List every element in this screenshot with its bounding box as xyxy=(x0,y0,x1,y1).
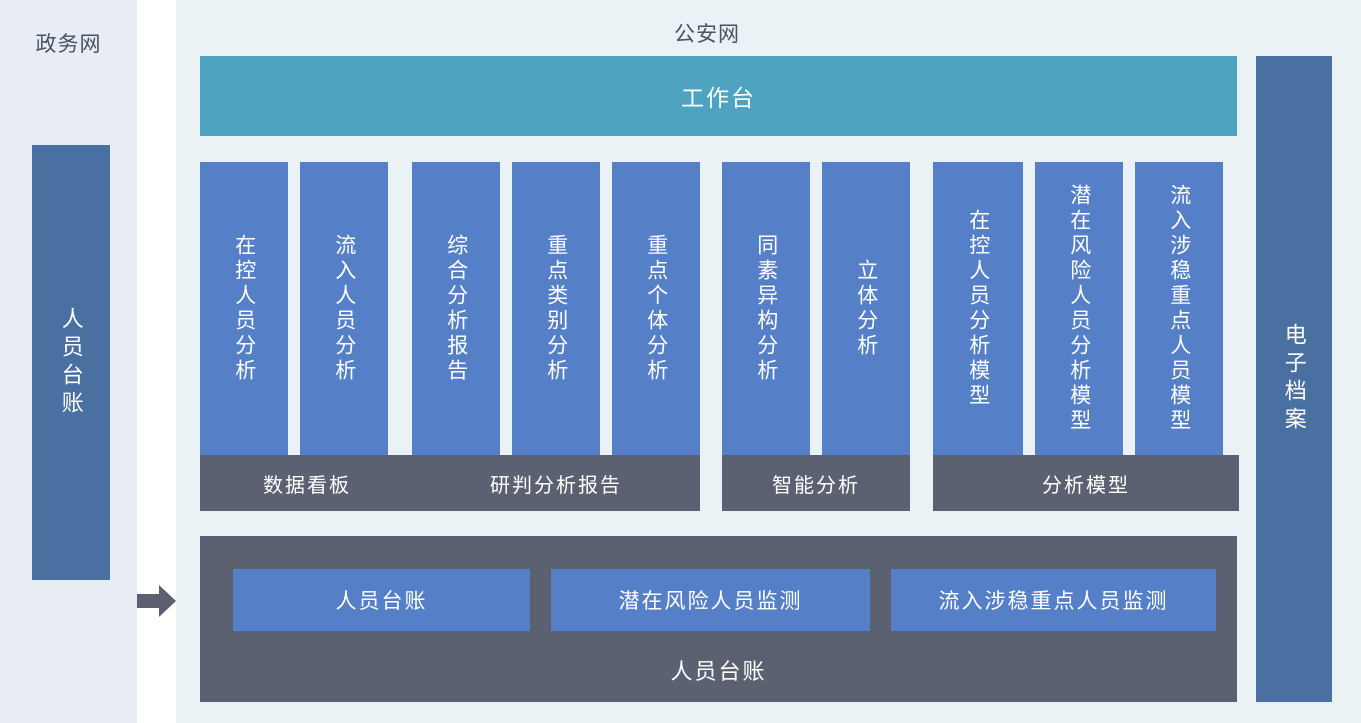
module-card-label: 重点类别分析 xyxy=(544,233,568,384)
public-security-network-panel: 公安网 工作台 在控人员分析 流入人员分析 数据看板 综合分析报告 重点类别分析 xyxy=(176,0,1361,723)
module-group-label: 分析模型 xyxy=(1042,474,1130,497)
module-card-label: 在控人员分析 xyxy=(232,233,256,384)
module-group-smart-analysis-cards: 同素异构分析 立体分析 xyxy=(722,162,910,455)
ledger-card-label: 流入涉稳重点人员监测 xyxy=(938,590,1169,613)
module-card-tongsu-yigou-fenxi[interactable]: 同素异构分析 xyxy=(722,162,810,455)
module-card-label: 流入人员分析 xyxy=(332,233,356,384)
module-group-analysis-model-footer[interactable]: 分析模型 xyxy=(933,455,1239,511)
electronic-archive-label: 电子档案 xyxy=(1281,323,1307,435)
module-group-dashboard-cards: 在控人员分析 流入人员分析 xyxy=(200,162,388,455)
module-card-label: 潜在风险人员分析模型 xyxy=(1067,183,1091,434)
ledger-card-liuru-shewen-zhongdian-renyuan-jiance[interactable]: 流入涉稳重点人员监测 xyxy=(891,569,1216,631)
ledger-card-qianzai-fengxian-renyuan-jiance[interactable]: 潜在风险人员监测 xyxy=(551,569,870,631)
module-card-label: 在控人员分析模型 xyxy=(966,208,990,409)
module-card-label: 立体分析 xyxy=(854,258,878,359)
module-group-label: 数据看板 xyxy=(263,474,351,497)
module-card-qianzai-fengxian-renyuan-fenxi-moxing[interactable]: 潜在风险人员分析模型 xyxy=(1035,162,1123,455)
electronic-archive-bar[interactable]: 电子档案 xyxy=(1256,56,1332,702)
government-network-title: 政务网 xyxy=(35,33,102,56)
module-group-label: 研判分析报告 xyxy=(490,474,622,497)
module-card-label: 流入涉稳重点人员模型 xyxy=(1167,183,1191,434)
personnel-ledger-cards: 人员台账 潜在风险人员监测 流入涉稳重点人员监测 xyxy=(233,569,1216,631)
arrow-right-icon xyxy=(137,583,177,619)
module-card-label: 综合分析报告 xyxy=(444,233,468,384)
workbench-label: 工作台 xyxy=(681,85,756,111)
module-group-report-cards: 综合分析报告 重点类别分析 重点个体分析 xyxy=(412,162,700,455)
ledger-card-label: 人员台账 xyxy=(335,590,428,613)
ledger-card-label: 潜在风险人员监测 xyxy=(618,590,803,613)
module-group-report-footer[interactable]: 研判分析报告 xyxy=(412,455,700,511)
personnel-ledger-panel: 人员台账 潜在风险人员监测 流入涉稳重点人员监测 人员台账 xyxy=(200,536,1237,702)
module-card-liuru-renyuan-fenxi[interactable]: 流入人员分析 xyxy=(300,162,388,455)
workbench-bar[interactable]: 工作台 xyxy=(200,56,1237,136)
module-group-analysis-model-cards: 在控人员分析模型 潜在风险人员分析模型 流入涉稳重点人员模型 xyxy=(933,162,1223,455)
module-group-smart-analysis-footer[interactable]: 智能分析 xyxy=(722,455,910,511)
personnel-ledger-source-label: 人员台账 xyxy=(58,306,84,419)
ledger-card-renyuan-taizhang[interactable]: 人员台账 xyxy=(233,569,530,631)
module-card-label: 同素异构分析 xyxy=(754,233,778,384)
module-group-label: 智能分析 xyxy=(772,474,860,497)
module-card-liti-fenxi[interactable]: 立体分析 xyxy=(822,162,910,455)
module-card-zhongdian-geti-fenxi[interactable]: 重点个体分析 xyxy=(612,162,700,455)
government-network-zone: 政务网 人员台账 xyxy=(0,0,137,723)
module-group-dashboard-footer[interactable]: 数据看板 xyxy=(200,455,414,511)
module-card-zonghe-fenxi-baogao[interactable]: 综合分析报告 xyxy=(412,162,500,455)
module-card-zaikong-renyuan-fenxi[interactable]: 在控人员分析 xyxy=(200,162,288,455)
personnel-ledger-panel-label: 人员台账 xyxy=(670,659,767,684)
public-security-network-title: 公安网 xyxy=(674,23,740,46)
module-card-zaikong-renyuan-fenxi-moxing[interactable]: 在控人员分析模型 xyxy=(933,162,1023,455)
module-card-liuru-shewen-zhongdian-renyuan-moxing[interactable]: 流入涉稳重点人员模型 xyxy=(1135,162,1223,455)
personnel-ledger-source-bar[interactable]: 人员台账 xyxy=(32,145,110,580)
module-card-label: 重点个体分析 xyxy=(644,233,668,384)
module-card-zhongdian-leibie-fenxi[interactable]: 重点类别分析 xyxy=(512,162,600,455)
